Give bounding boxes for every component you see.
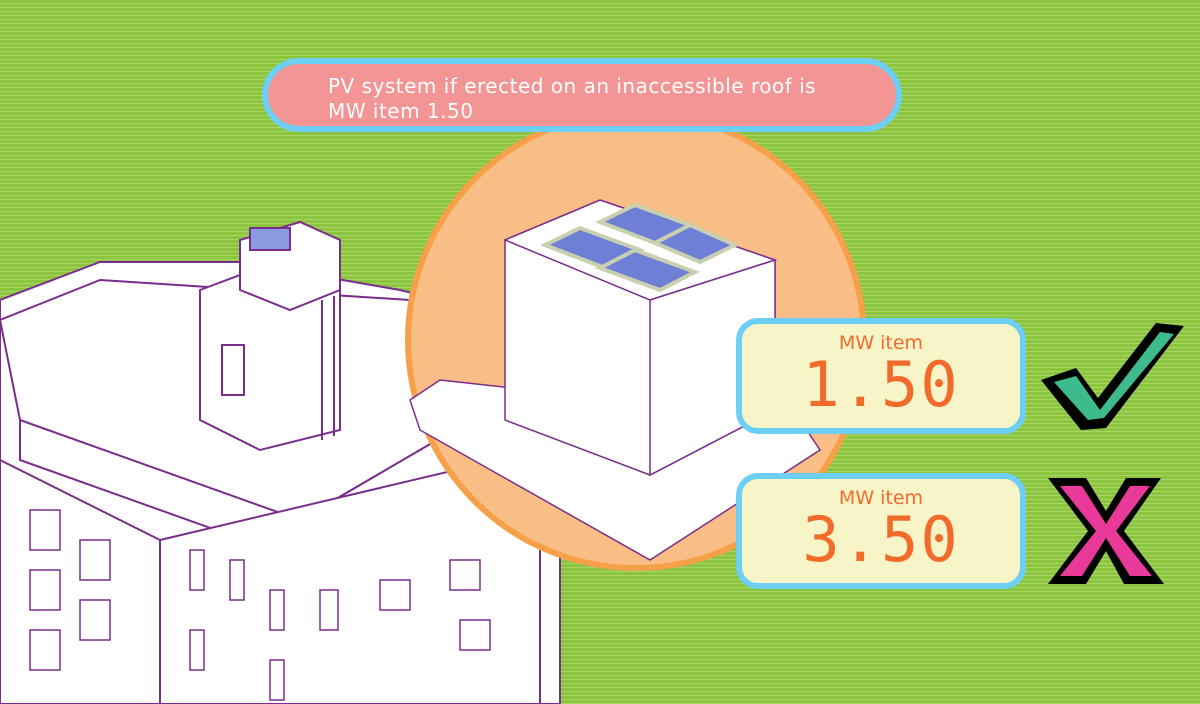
option-label: MW item <box>838 487 924 509</box>
cross-icon <box>1048 478 1164 584</box>
callout-bubble: PV system if erected on an inaccessible … <box>262 58 902 132</box>
zoom-circle <box>405 109 867 571</box>
solar-panel-icon <box>539 202 740 293</box>
checkmark-icon <box>1041 323 1184 430</box>
callout-line-1: PV system if erected on an inaccessible … <box>328 74 817 98</box>
callout-line-2: MW item 1.50 <box>328 99 474 123</box>
option-value: 1.50 <box>802 348 960 421</box>
option-label: MW item <box>838 332 924 354</box>
option-card-incorrect[interactable]: MW item 3.50 <box>736 473 1026 589</box>
option-card-correct[interactable]: MW item 1.50 <box>736 318 1026 434</box>
option-value: 3.50 <box>802 503 960 576</box>
